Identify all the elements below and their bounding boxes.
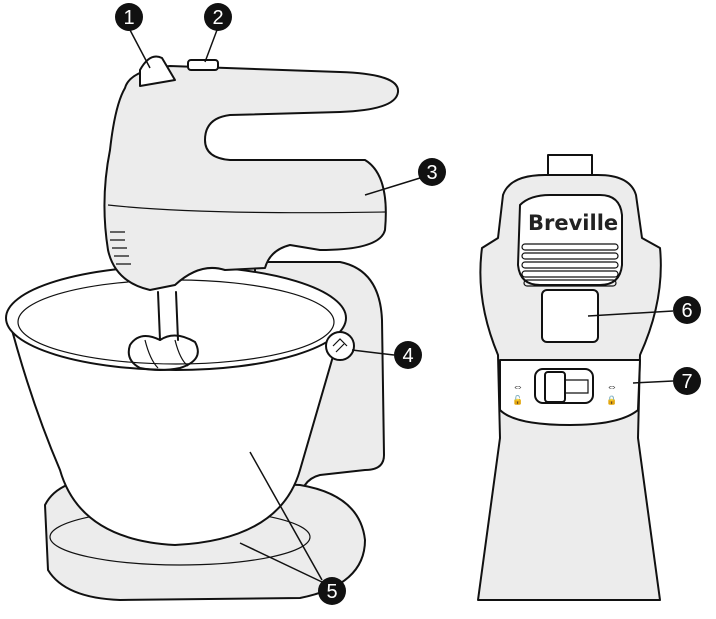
callout-2: 2 xyxy=(204,3,232,31)
svg-text:5: 5 xyxy=(326,581,337,603)
svg-text:3: 3 xyxy=(426,162,437,184)
svg-text:2: 2 xyxy=(212,7,223,29)
callout-6: 6 xyxy=(673,296,701,324)
svg-text:1: 1 xyxy=(123,7,134,29)
callout-1: 1 xyxy=(115,3,143,31)
stand-mixer-rear-view: Breville ⇔ 🔓 ⇔ 🔒 xyxy=(478,155,661,600)
lock-icon: ⇔ xyxy=(607,381,618,393)
eject-button xyxy=(188,60,218,70)
svg-text:7: 7 xyxy=(681,371,692,393)
stand-mixer-front-view xyxy=(6,57,398,601)
hand-mixer-head xyxy=(104,66,398,290)
svg-text:🔒: 🔒 xyxy=(606,395,617,405)
svg-text:4: 4 xyxy=(402,345,413,367)
speed-dial xyxy=(140,57,175,87)
breville-logo: Breville xyxy=(528,211,618,235)
callout-3: 3 xyxy=(418,158,446,186)
tilt-release-button xyxy=(326,332,354,360)
unlock-icon: ⇔ xyxy=(513,381,524,393)
svg-text:6: 6 xyxy=(681,300,692,322)
svg-text:🔓: 🔓 xyxy=(512,394,523,405)
callout-4: 4 xyxy=(394,341,422,369)
callout-5: 5 xyxy=(318,577,346,605)
callout-7: 7 xyxy=(673,367,701,395)
